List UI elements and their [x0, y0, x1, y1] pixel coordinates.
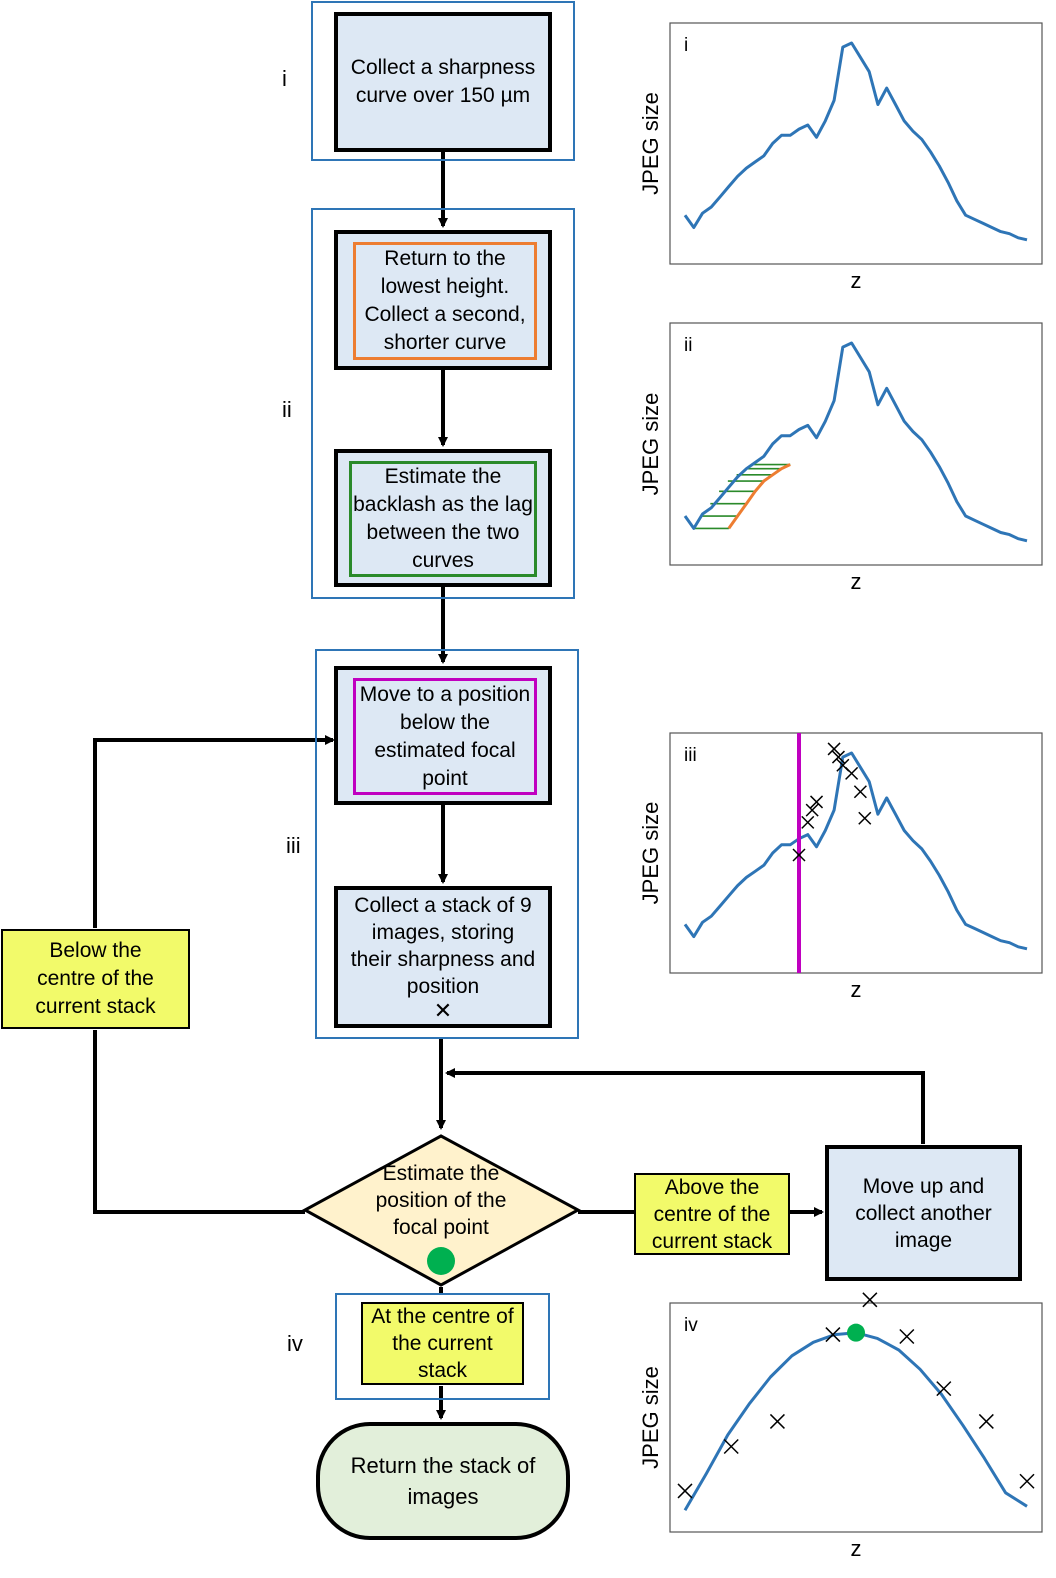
- step-return-text: Return to the lowest height. Collect a s…: [364, 247, 526, 354]
- group-iii-frame: [315, 649, 579, 1039]
- plot-panel-label-i: i: [684, 35, 688, 56]
- plot-panel-label-iv: iv: [684, 1315, 698, 1336]
- plot-frame-iii: [669, 732, 1043, 974]
- step-move-up-text: Move up and collect another image: [855, 1174, 992, 1252]
- group-iv-frame: [335, 1293, 550, 1400]
- step-collect-sharpness-curve: Collect a sharpness curve over 150 µm: [334, 12, 552, 152]
- condition-below-centre: Below the centre of the current stack: [1, 929, 190, 1029]
- condition-at-text: At the centre of the current stack: [371, 1305, 514, 1382]
- sample-cross-mark: [862, 1292, 878, 1308]
- step-return-lowest-height: Return to the lowest height. Collect a s…: [334, 230, 552, 370]
- x-axis-label: z: [851, 977, 862, 1002]
- sample-cross-mark: [801, 815, 815, 829]
- step-backlash-text: Estimate the backlash as the lag between…: [353, 465, 533, 572]
- sample-cross-mark: [769, 1413, 785, 1429]
- terminal-return-stack: Return the stack of images: [316, 1422, 570, 1540]
- sharpness-curve-i: [683, 41, 1028, 242]
- y-axis-label: JPEG size: [638, 802, 663, 905]
- decision-label: Estimate the position of the focal point: [345, 1160, 537, 1241]
- condition-above-text: Above the centre of the current stack: [651, 1175, 773, 1253]
- step-estimate-backlash: Estimate the backlash as the lag between…: [334, 449, 552, 587]
- step-collect-stack-text: Collect a stack of 9 images, storing the…: [350, 894, 536, 998]
- sample-cross-mark: [858, 811, 872, 825]
- sample-cross-mark: [899, 1328, 915, 1345]
- sample-cross-mark: [978, 1413, 994, 1429]
- focal-point-dot: [427, 1247, 455, 1275]
- x-axis-label: z: [851, 268, 862, 293]
- step-collect-stack: Collect a stack of 9 images, storing the…: [334, 886, 552, 1028]
- decision-diamond: [301, 1134, 582, 1287]
- arrow-move-back: [445, 1068, 925, 1144]
- plot-panel-label-ii: ii: [684, 335, 692, 356]
- terminal-text: Return the stack of images: [350, 1453, 536, 1509]
- step-move-below-text: Move to a position below the estimated f…: [359, 682, 531, 790]
- magenta-position-frame: Move to a position below the estimated f…: [353, 678, 537, 795]
- plot-frame-i: [669, 22, 1043, 265]
- x-axis-label: z: [851, 1536, 862, 1561]
- group-label-i: i: [282, 66, 287, 91]
- cross-marker-icon: ✕: [433, 998, 453, 1023]
- y-axis-label: JPEG size: [638, 393, 663, 496]
- group-ii-frame: [311, 208, 575, 599]
- y-axis-label: JPEG size: [638, 1366, 663, 1469]
- loop-line-below: [93, 1030, 305, 1214]
- green-lag-frame: Estimate the backlash as the lag between…: [349, 461, 537, 577]
- sample-cross-mark: [827, 742, 841, 756]
- step-move-up-collect: Move up and collect another image: [825, 1145, 1022, 1281]
- sample-cross-mark: [936, 1381, 952, 1397]
- step-collect-sharpness-text: Collect a sharpness curve over 150 µm: [350, 56, 536, 107]
- sample-cross-mark: [853, 785, 867, 799]
- fitted-peak-dot: [847, 1323, 865, 1342]
- condition-above-centre: Above the centre of the current stack: [634, 1173, 790, 1255]
- y-axis-label: JPEG size: [638, 92, 663, 195]
- step-move-below-focal: Move to a position below the estimated f…: [334, 666, 552, 805]
- group-label-iv: iv: [287, 1331, 303, 1356]
- condition-below-text: Below the centre of the current stack: [35, 939, 156, 1018]
- sample-cross-mark: [825, 1327, 841, 1343]
- decision-text: Estimate the position of the focal point: [375, 1162, 507, 1239]
- condition-at-centre: At the centre of the current stack: [361, 1302, 524, 1385]
- sharpness-curve-iii: [683, 751, 1028, 951]
- group-i-frame: [311, 1, 575, 161]
- sample-cross-mark: [805, 803, 819, 817]
- x-axis-label: z: [851, 569, 862, 594]
- sample-cross-mark: [792, 848, 806, 862]
- sample-cross-mark: [677, 1483, 693, 1499]
- sample-cross-mark: [810, 795, 824, 809]
- sample-cross-mark: [723, 1438, 739, 1455]
- sharpness-curve-ii: [683, 341, 1028, 543]
- orange-curve-frame: Return to the lowest height. Collect a s…: [353, 242, 537, 360]
- second-curve-orange: [727, 463, 791, 530]
- sample-cross-mark: [831, 750, 845, 764]
- sample-cross-mark: [845, 766, 859, 780]
- group-label-ii: ii: [282, 397, 292, 422]
- group-label-iii: iii: [286, 833, 301, 858]
- sample-cross-mark: [1019, 1473, 1035, 1489]
- plot-panel-label-iii: iii: [684, 745, 697, 766]
- arrow-below-to-step4: [93, 735, 335, 928]
